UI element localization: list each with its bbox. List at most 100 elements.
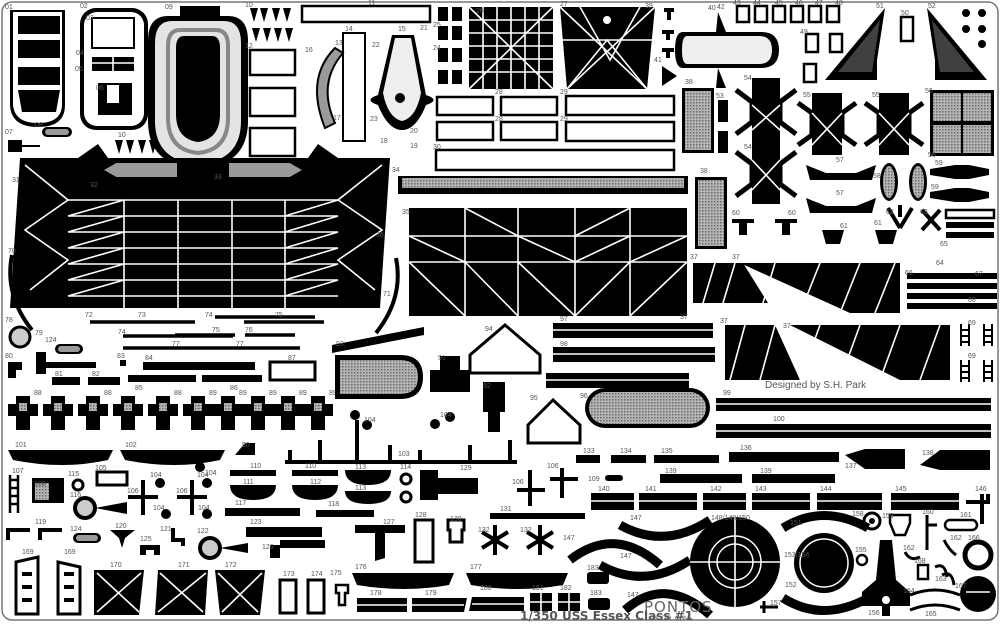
label-55b: 55: [872, 92, 880, 99]
label-175: 175: [330, 570, 342, 577]
label-77b: 77: [236, 341, 244, 348]
label-135: 135: [661, 448, 673, 455]
label-37c: 37: [720, 318, 728, 325]
label-64: 64: [936, 260, 944, 267]
label-156: 156: [868, 610, 880, 617]
label-25: 25: [433, 22, 441, 29]
label-169b: 169: [64, 549, 76, 556]
label-89: 89: [299, 390, 307, 397]
label-54b: 54: [744, 144, 752, 151]
part-54-55-56-platforms: 54 54 55 55 56 56: [734, 75, 994, 204]
label-61b: 61: [874, 220, 882, 227]
label-104g: 104: [440, 412, 452, 419]
part-51-52-triangles: 51 52: [825, 3, 987, 80]
label-140: 140: [598, 486, 610, 493]
label-177: 177: [470, 564, 482, 571]
label-62: 62: [886, 209, 894, 216]
label-124: 124: [45, 337, 57, 344]
label-137: 137: [845, 463, 857, 470]
label-08: 08: [35, 122, 43, 129]
label-151: 151: [790, 520, 802, 527]
label-16: 16: [305, 47, 313, 54]
label-98: 98: [560, 341, 568, 348]
label-28: 28: [495, 89, 503, 96]
label-139b: 139: [760, 468, 772, 475]
platform-grate: [124, 403, 132, 411]
label-183: 183: [590, 590, 602, 597]
label-67: 67: [975, 271, 983, 278]
label-14: 14: [345, 26, 353, 33]
label-174: 174: [311, 571, 323, 578]
label-18: 18: [380, 138, 388, 145]
label-110: 110: [250, 463, 261, 470]
part-88-platform: [8, 396, 38, 430]
part-104-116-small: 107 108 115 105 116 106 106 104 104 104 …: [8, 410, 623, 520]
label-118: 118: [328, 501, 339, 508]
label-11: 11: [368, 0, 375, 7]
part-133-146-rails: 133 134 135 136 137 138 139 139 140 141 …: [576, 445, 990, 524]
label-57b: 57: [836, 190, 844, 197]
label-28b: 28: [495, 116, 503, 123]
label-89: 89: [209, 390, 217, 397]
platform-grate: [254, 403, 262, 411]
label-159: 159: [882, 513, 894, 520]
label-06: 06: [96, 85, 104, 92]
label-53: 53: [716, 93, 724, 100]
label-88: 88: [104, 390, 112, 397]
label-131: 131: [500, 506, 512, 513]
label-122: 122: [197, 528, 209, 535]
platform-grate: [284, 403, 292, 411]
label-106c: 106: [512, 479, 524, 486]
label-101: 101: [15, 442, 27, 449]
label-171: 171: [178, 562, 190, 569]
label-61: 61: [840, 223, 848, 230]
label-43: 43: [733, 0, 741, 7]
label-162b: 162: [950, 535, 962, 542]
label-89: 89: [329, 390, 337, 397]
platform-grate: [194, 403, 202, 411]
label-15: 15: [398, 26, 406, 33]
label-157: 157: [770, 600, 782, 607]
label-34: 34: [392, 167, 400, 174]
label-46: 46: [795, 0, 803, 7]
label-180: 180: [480, 585, 492, 592]
label-74b: 74: [118, 329, 126, 336]
part-01-boat: 01: [5, 4, 65, 127]
part-32-33-walkways: 32 33: [90, 161, 307, 189]
label-146: 146: [975, 486, 987, 493]
label-76: 76: [245, 327, 253, 334]
label-75: 75: [275, 312, 283, 319]
part-78-87-misc: 78 79 80 124 81 82 83 84 85 86 87: [5, 317, 317, 392]
label-42: 42: [717, 4, 725, 11]
label-75b: 75: [212, 327, 220, 334]
label-178: 178: [370, 590, 382, 597]
part-110-123-rails: 110 110 111 112 113 113 117 118 123: [225, 463, 391, 537]
label-94: 94: [485, 326, 493, 333]
label-169: 169: [22, 549, 34, 556]
label-74: 74: [205, 312, 213, 319]
label-63: 63: [920, 209, 928, 216]
part-24-25-brackets: 25 24: [433, 7, 462, 84]
label-119: 119: [35, 519, 46, 526]
part-70-71-rails: 70 71 36: [8, 232, 400, 335]
label-05: 05: [75, 66, 83, 73]
part-31-hangar-curtain: 31: [10, 144, 390, 308]
label-102: 102: [125, 442, 137, 449]
label-37b: 37: [732, 254, 740, 261]
label-68: 68: [968, 297, 976, 304]
brand-site: MODEL.COM: [652, 616, 689, 622]
part-42-bridge-wing: 42 40: [675, 4, 779, 88]
label-106d: 106: [547, 463, 559, 470]
label-116: 116: [70, 492, 81, 499]
label-37d: 37: [783, 323, 791, 330]
label-103: 103: [398, 451, 410, 458]
label-123: 123: [250, 519, 262, 526]
label-37e: 37: [680, 314, 688, 321]
label-10b: 10: [118, 132, 126, 139]
label-60b: 60: [788, 210, 796, 217]
label-153-154: 153/154: [784, 552, 809, 559]
label-39: 39: [645, 3, 653, 10]
platform-grate: [314, 403, 322, 411]
label-107: 107: [12, 468, 24, 475]
label-29: 29: [560, 89, 568, 96]
